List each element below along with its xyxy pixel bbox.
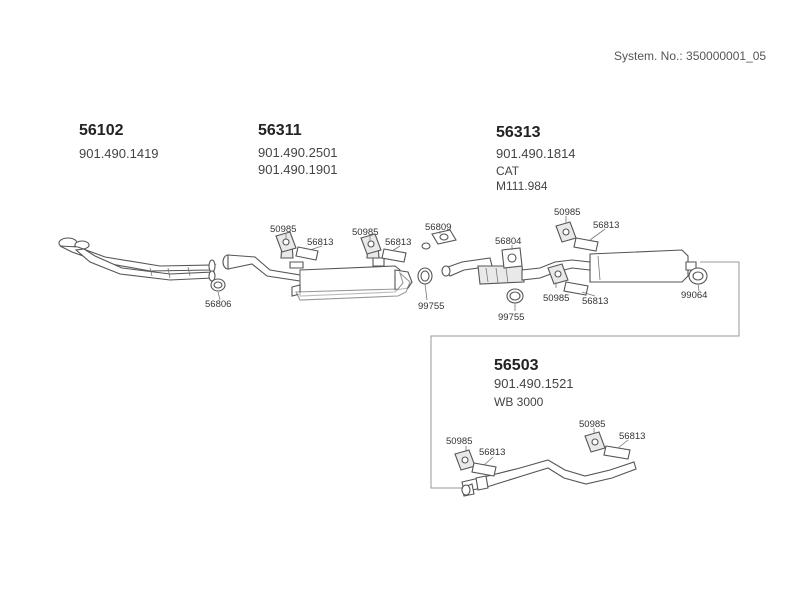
clamp-icon [506,288,524,311]
note-wb: WB 3000 [494,395,544,409]
callout-label: 56813 [619,431,646,442]
callout-label: 50985 [543,293,570,304]
leader-lines [285,216,629,466]
part-number-56102: 56102 [79,122,124,139]
oem-code: 901.490.1901 [258,162,338,177]
oem-code: 901.490.1814 [496,146,576,161]
part-number-56503: 56503 [494,357,539,374]
rubber-hanger-icon [584,431,606,453]
bracket-icon [381,248,407,263]
catalytic-section-56313 [441,249,697,285]
callout-label: 99755 [498,312,525,323]
callout-label: 56813 [385,237,412,248]
callout-label: 56806 [205,299,232,310]
rubber-hanger-icon [547,263,569,285]
clamp-ring-icon [210,278,226,301]
oem-code: 901.490.1521 [494,376,574,391]
callout-label: 99064 [681,290,708,301]
callout-label: 56809 [425,222,452,233]
note-engine: M111.984 [496,179,548,193]
callout-label: 56813 [593,220,620,231]
callout-label: 99755 [418,301,445,312]
callout-label: 56813 [479,447,506,458]
tail-pipe-56503 [461,459,637,497]
callout-label: 50985 [554,207,581,218]
callout-label: 56813 [307,237,334,248]
connector-line [430,261,740,489]
part-number-56313: 56313 [496,124,541,141]
middle-silencer-56311 [222,243,413,301]
oem-code: 901.490.2501 [258,145,338,160]
gasket-icon [421,229,457,250]
clamp-ring-icon [688,267,708,292]
flange-icon [501,247,523,269]
callout-label: 50985 [270,224,297,235]
rubber-hanger-icon [360,233,382,255]
rubber-hanger-icon [275,231,297,253]
system-number: System. No.: 350000001_05 [614,49,767,63]
callout-label: 56813 [582,296,609,307]
rubber-hanger-icon [454,449,476,471]
rubber-hanger-icon [555,221,577,243]
callout-label: 56804 [495,236,522,247]
part-number-56311: 56311 [258,122,302,139]
bracket-icon [471,462,497,477]
bracket-icon [563,281,589,296]
callout-label: 50985 [352,227,379,238]
callout-label: 50985 [579,419,606,430]
front-pipe-56102 [58,237,217,282]
callout-label: 50985 [446,436,473,447]
note-cat: CAT [496,164,520,178]
bracket-icon [573,237,599,252]
clamp-icon [417,267,433,301]
bracket-icon [295,246,319,261]
bracket-icon [603,445,631,460]
oem-code: 901.490.1419 [79,146,159,161]
